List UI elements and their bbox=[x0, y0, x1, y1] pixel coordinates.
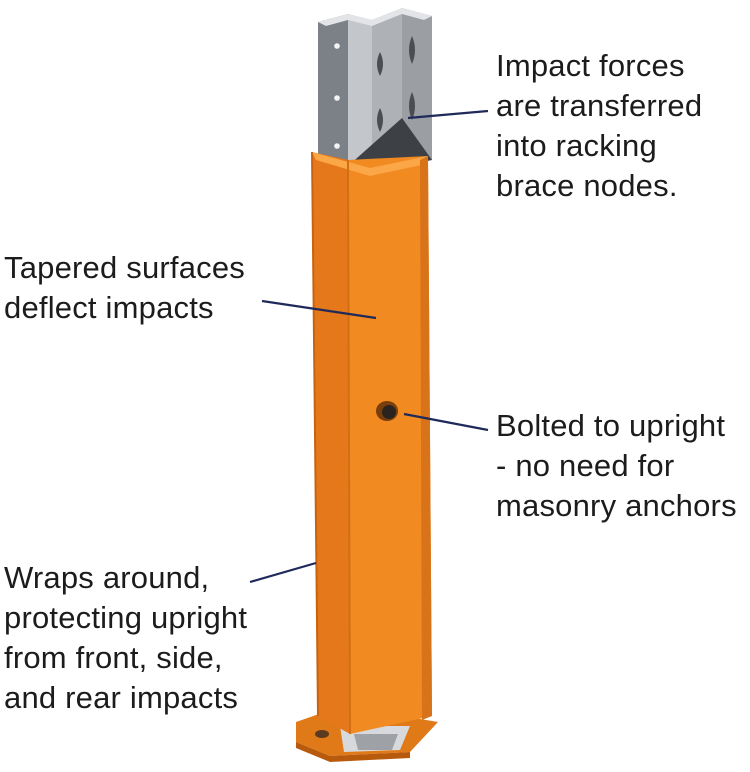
bolted-label: Bolted to upright - no need for masonry … bbox=[496, 408, 737, 523]
impact-forces-label: Impact forces are transferred into racki… bbox=[496, 48, 703, 203]
wraps-around-label: Wraps around, protecting upright from fr… bbox=[4, 560, 248, 715]
tapered-surfaces-label: Tapered surfaces deflect impacts bbox=[4, 250, 245, 325]
racking-upright bbox=[318, 8, 432, 170]
bolt-hole bbox=[376, 401, 398, 421]
leader-impact bbox=[407, 109, 489, 120]
leader-bolted bbox=[403, 412, 489, 432]
guard-body bbox=[311, 151, 432, 735]
leader-wraps bbox=[249, 561, 317, 584]
leader-tapered bbox=[261, 299, 377, 320]
